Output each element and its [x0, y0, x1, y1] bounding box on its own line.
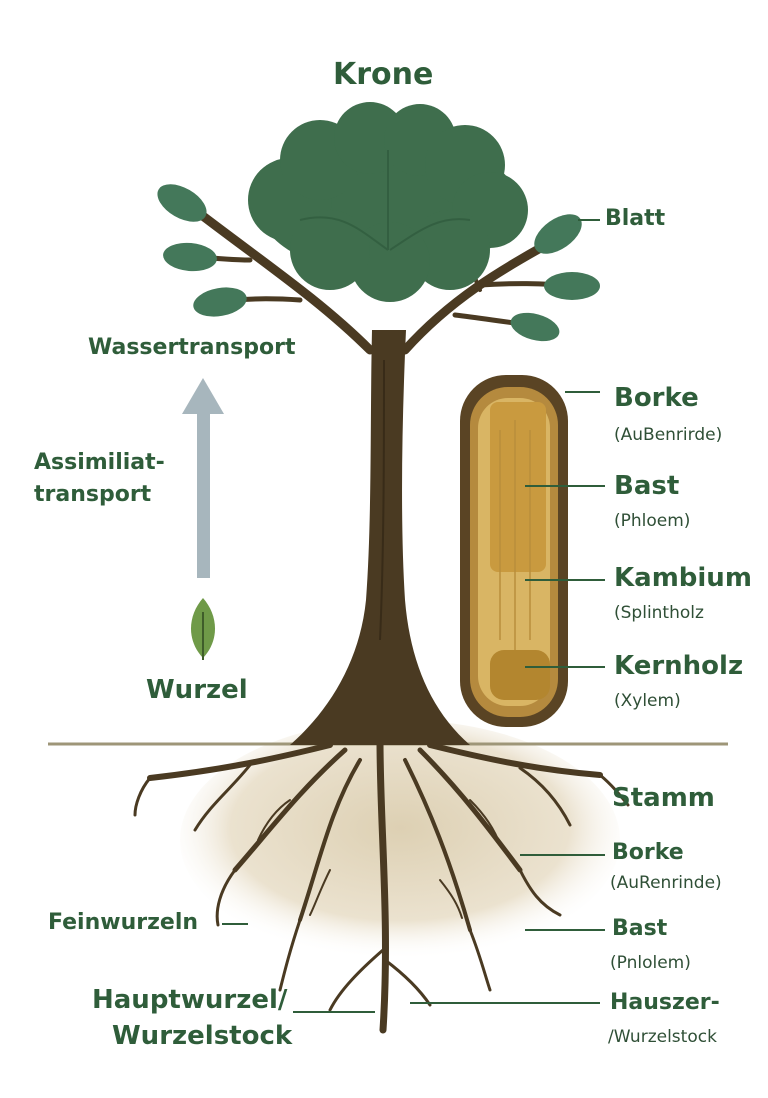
root-bast-label: Bast: [612, 916, 668, 941]
root-label: Wurzel: [146, 675, 248, 705]
connector-lines: [222, 219, 605, 1013]
root-bast-detail: (Pnlolem): [610, 953, 691, 973]
soil-area: [180, 720, 620, 960]
cambium-label: Kambium: [614, 563, 752, 593]
bast-detail: (Phloem): [614, 511, 691, 531]
main-root-right-label: Hauszer-: [610, 990, 720, 1015]
cambium-detail: (Splintholz: [614, 603, 704, 623]
bast-label: Bast: [614, 471, 680, 501]
assimilate-transport-label-1: Assimiliat-: [34, 450, 165, 475]
heartwood-detail: (Xylem): [614, 691, 681, 711]
root-bark-detail: (AuRenrinde): [610, 873, 722, 893]
stem-label: Stamm: [612, 783, 715, 813]
trunk-section: [460, 375, 568, 727]
crown-title: Krone: [333, 57, 434, 92]
leaf-label: Blatt: [605, 206, 666, 231]
assimilate-transport-label-2: transport: [34, 482, 152, 507]
fine-roots-label: Feinwurzeln: [48, 910, 199, 935]
transport-arrow: [182, 378, 224, 578]
bark-detail: (AuBenrirde): [614, 425, 723, 445]
trunk-grain: [379, 359, 385, 641]
root-bark-label: Borke: [612, 840, 684, 865]
sprout-icon: [190, 598, 216, 660]
trunk: [290, 330, 470, 745]
heartwood-label: Kernholz: [614, 651, 744, 681]
leaves: [157, 184, 600, 342]
main-root-label-2: Wurzelstock: [112, 1021, 293, 1051]
crown-veins: [299, 149, 471, 251]
main-root-label-1: Hauptwurzel/: [92, 985, 288, 1015]
water-transport-label: Wassertransport: [88, 335, 296, 360]
bark-label: Borke: [614, 383, 699, 413]
main-root-right-detail: /Wurzelstock: [608, 1027, 717, 1047]
roots: [133, 736, 630, 1034]
